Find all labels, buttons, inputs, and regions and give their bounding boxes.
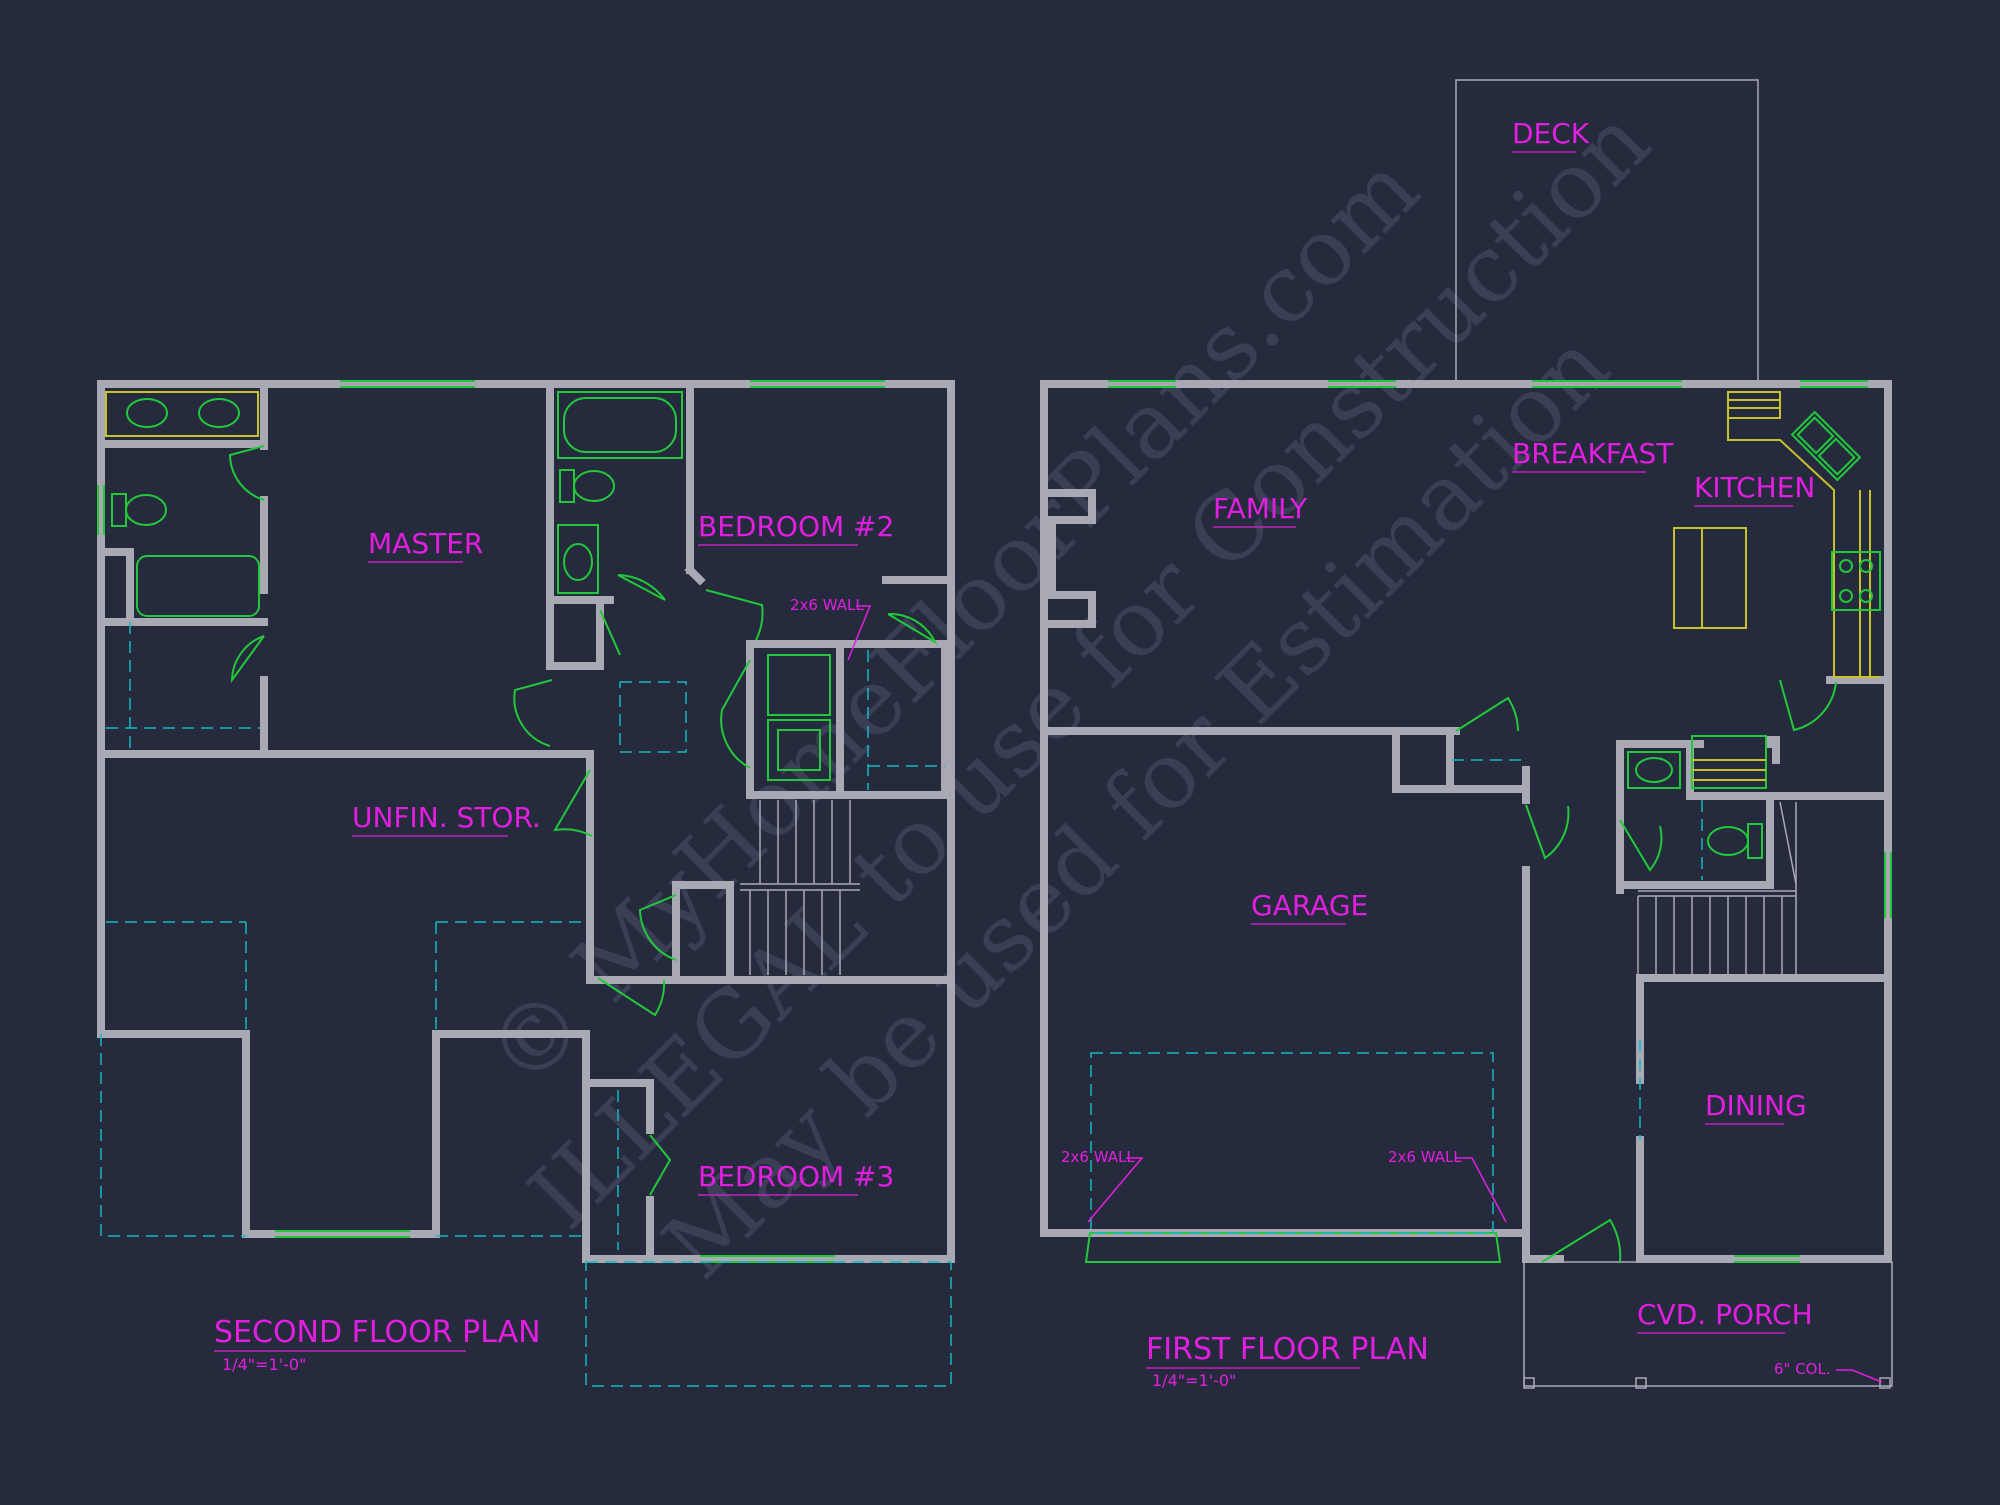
second-floor-title: SECOND FLOOR PLAN [214, 1315, 541, 1350]
kitchen-island [1673, 527, 1747, 629]
second-floor-scale: 1/4"=1'-0" [222, 1355, 306, 1374]
wall-note-left: 2x6 WALL [1061, 1148, 1135, 1166]
second-floor-doors [228, 445, 938, 1196]
second-floor-fixtures [105, 391, 831, 781]
second-floor-walls [97, 380, 955, 1263]
room-label-breakfast: BREAKFAST [1512, 437, 1674, 470]
room-label-bedroom-2: BEDROOM #2 [698, 510, 894, 543]
room-label-cvd-porch: CVD. PORCH [1637, 1298, 1813, 1331]
first-floor-fixtures [1627, 391, 1881, 859]
room-label-family: FAMILY [1213, 492, 1308, 525]
sink-icon [1635, 757, 1673, 783]
toilet-icon [125, 494, 167, 526]
second-floor-dashed-lines [100, 622, 952, 1387]
toilet-tank [111, 493, 127, 527]
vanity-counter [105, 391, 259, 437]
sink-icon [126, 398, 168, 428]
room-label-dining: DINING [1705, 1089, 1807, 1122]
bathtub-icon [557, 391, 683, 459]
first-floor-plan: DECK BREAKFAST KITCHEN FAMILY GARAGE DIN… [1040, 79, 1893, 1390]
room-label-garage: GARAGE [1251, 889, 1368, 922]
garage-door [1084, 1232, 1502, 1263]
room-label-bedroom-3: BEDROOM #3 [698, 1160, 894, 1193]
first-floor-scale: 1/4"=1'-0" [1152, 1371, 1236, 1390]
sink-icon [198, 398, 240, 428]
bathtub-icon [136, 555, 260, 617]
wall-note: 2x6 WALL [790, 596, 864, 614]
toilet-icon [573, 470, 615, 502]
first-floor-labels: DECK BREAKFAST KITCHEN FAMILY GARAGE DIN… [1061, 117, 1883, 1390]
first-floor-title: FIRST FLOOR PLAN [1146, 1332, 1429, 1367]
counter-cabinet [1727, 391, 1781, 419]
first-floor-dashed-lines [1090, 759, 1703, 1234]
sink-icon [563, 543, 593, 581]
vanity [557, 524, 599, 594]
room-label-master: MASTER [368, 527, 483, 560]
second-floor-stairs [740, 800, 860, 975]
room-label-unfin-stor: UNFIN. STOR. [352, 801, 541, 834]
toilet-tank [559, 469, 575, 503]
washer-icon [767, 654, 831, 716]
vanity [1627, 751, 1681, 789]
kitchen-sink-icon [1790, 410, 1862, 482]
first-floor-walls [1040, 380, 1893, 1389]
washer-icon [1691, 735, 1767, 789]
second-floor-labels: MASTER BEDROOM #2 UNFIN. STOR. BEDROOM #… [214, 510, 894, 1374]
range-icon [1831, 551, 1881, 611]
room-label-deck: DECK [1512, 117, 1590, 150]
room-label-kitchen: KITCHEN [1694, 471, 1815, 504]
dryer-icon [767, 719, 831, 781]
wall-note-right: 2x6 WALL [1388, 1148, 1462, 1166]
watermark: © MyHomeFloorPlans.com ILLEGAL to use fo… [466, 88, 1670, 1299]
porch-outline [1523, 1261, 1893, 1387]
first-floor-stairs [1637, 801, 1797, 974]
column-note: 6" COL. [1774, 1360, 1831, 1378]
second-floor-plan: MASTER BEDROOM #2 UNFIN. STOR. BEDROOM #… [97, 380, 955, 1387]
toilet-tank [1747, 823, 1763, 859]
toilet-icon [1707, 826, 1749, 856]
watermark-line-2: ILLEGAL to use for Construction [509, 88, 1670, 1249]
garage-door-overhead [1090, 1052, 1494, 1234]
first-floor-windows [1108, 380, 1892, 1263]
